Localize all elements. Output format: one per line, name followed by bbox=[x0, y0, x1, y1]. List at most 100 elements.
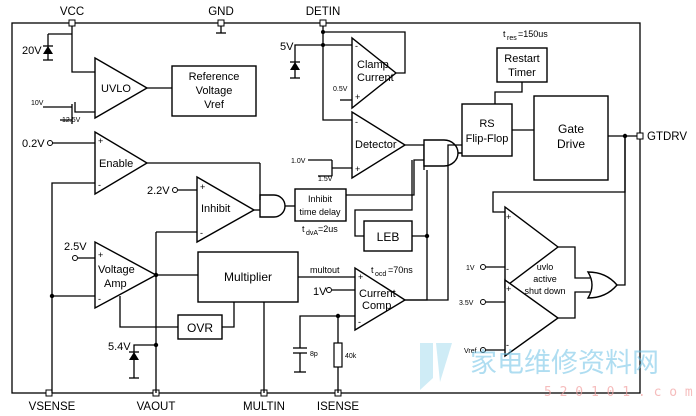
svg-text:-: - bbox=[200, 228, 203, 238]
svg-text:=70ns: =70ns bbox=[388, 265, 413, 275]
svg-text:-: - bbox=[355, 117, 358, 127]
svg-text:Comp: Comp bbox=[362, 300, 391, 312]
svg-text:Restart: Restart bbox=[504, 53, 539, 65]
svg-text:3.5V: 3.5V bbox=[459, 300, 474, 307]
svg-text:Inhibit: Inhibit bbox=[201, 203, 230, 215]
svg-text:+: + bbox=[358, 272, 363, 282]
svg-text:0.5V: 0.5V bbox=[333, 86, 348, 93]
svg-text:+: + bbox=[506, 284, 511, 294]
svg-text:10V: 10V bbox=[31, 100, 44, 107]
svg-text:GND: GND bbox=[208, 6, 234, 18]
svg-text:OVR: OVR bbox=[187, 321, 213, 335]
uvlo-shutdown-label: uvlo active shut down bbox=[524, 262, 565, 296]
svg-text:time delay: time delay bbox=[299, 207, 341, 217]
svg-text:+: + bbox=[98, 250, 103, 260]
svg-text:Voltage: Voltage bbox=[98, 264, 135, 276]
svg-text:5.4V: 5.4V bbox=[108, 341, 131, 353]
svg-text:Reference: Reference bbox=[189, 71, 240, 83]
svg-text:Amp: Amp bbox=[104, 278, 127, 290]
reference-voltage-block: Reference Voltage Vref bbox=[171, 65, 257, 117]
ovr-block: OVR bbox=[119, 296, 235, 340]
svg-text:1V: 1V bbox=[466, 265, 475, 272]
svg-text:-: - bbox=[506, 264, 509, 274]
watermark-logo bbox=[420, 343, 452, 390]
svg-text:1.5V: 1.5V bbox=[318, 176, 333, 183]
uvlo-comparator: UVLO 10V 12.5V bbox=[31, 56, 172, 124]
zener-5v: 5V bbox=[280, 41, 323, 79]
inhibit-time-delay-block: Inhibit time delay t dvA =2us bbox=[294, 188, 347, 237]
svg-text:5V: 5V bbox=[280, 41, 294, 53]
svg-text:=2us: =2us bbox=[318, 224, 338, 234]
svg-text:+: + bbox=[506, 212, 511, 222]
inhibit-comparator: Inhibit + - 2.2V bbox=[147, 175, 256, 244]
voltage-amp: Voltage Amp + - 2.5V bbox=[49, 232, 198, 393]
rs-flip-flop-block: RS Flip-Flop bbox=[405, 103, 534, 301]
uvlo-shutdown-comparator-upper: + - 1V bbox=[466, 205, 590, 289]
svg-text:dvA: dvA bbox=[306, 230, 318, 237]
clamp-current-amp: Clamp Current - + 0.5V bbox=[321, 26, 406, 110]
svg-text:20V: 20V bbox=[22, 45, 42, 57]
isense-filter: 8p 40k bbox=[293, 313, 357, 373]
current-comparator: Current Comp + - 1V t ocd =70ns bbox=[313, 265, 413, 393]
svg-text:Gate: Gate bbox=[558, 122, 584, 136]
zener-20v: 20V bbox=[22, 26, 95, 73]
svg-text:VSENSE: VSENSE bbox=[29, 401, 76, 413]
svg-text:UVLO: UVLO bbox=[101, 83, 131, 95]
gate-drive-block: Gate Drive bbox=[492, 95, 637, 280]
svg-text:uvlo: uvlo bbox=[537, 262, 554, 272]
svg-text:Vref: Vref bbox=[464, 348, 477, 355]
svg-text:8p: 8p bbox=[310, 351, 318, 358]
svg-text:LEB: LEB bbox=[377, 230, 400, 244]
svg-text:Detector: Detector bbox=[355, 139, 397, 151]
and-gate-detector bbox=[346, 139, 462, 196]
svg-text:-: - bbox=[98, 294, 101, 304]
svg-text:Timer: Timer bbox=[508, 67, 536, 79]
pin-gnd: GND bbox=[208, 6, 234, 34]
svg-text:VAOUT: VAOUT bbox=[137, 401, 176, 413]
svg-text:Voltage: Voltage bbox=[196, 85, 233, 97]
svg-text:shut down: shut down bbox=[524, 286, 565, 296]
svg-text:GTDRV: GTDRV bbox=[647, 131, 687, 143]
svg-text:=150us: =150us bbox=[518, 29, 548, 39]
svg-text:-: - bbox=[506, 340, 509, 350]
watermark-text: 家电维修资料网 bbox=[470, 348, 659, 379]
zener-5-4v: 5.4V bbox=[108, 341, 159, 379]
svg-text:VCC: VCC bbox=[60, 6, 84, 18]
svg-text:-: - bbox=[98, 180, 101, 190]
svg-text:RS: RS bbox=[479, 118, 494, 130]
svg-text:2.5V: 2.5V bbox=[64, 241, 87, 253]
svg-text:t: t bbox=[302, 224, 305, 234]
pin-gtdrv: GTDRV bbox=[636, 131, 687, 143]
svg-text:2.2V: 2.2V bbox=[147, 185, 170, 197]
svg-text:t: t bbox=[503, 29, 506, 39]
svg-text:t: t bbox=[371, 265, 374, 275]
svg-text:+: + bbox=[355, 92, 360, 102]
svg-text:40k: 40k bbox=[345, 353, 357, 360]
svg-text:ISENSE: ISENSE bbox=[317, 401, 360, 413]
svg-text:multout: multout bbox=[310, 265, 340, 275]
svg-text:Inhibit: Inhibit bbox=[308, 194, 333, 204]
enable-comparator: Enable + - 0.2V bbox=[22, 130, 260, 393]
svg-text:0.2V: 0.2V bbox=[22, 138, 45, 150]
or-gate-shutdown bbox=[586, 271, 626, 299]
svg-text:Enable: Enable bbox=[99, 158, 133, 170]
svg-text:Multiplier: Multiplier bbox=[224, 270, 272, 284]
svg-text:+: + bbox=[98, 136, 103, 146]
uvlo-shutdown-comparator-lower: + - 3.5V Vref bbox=[459, 278, 590, 358]
pin-vcc: VCC bbox=[60, 6, 84, 27]
restart-timer-block: Restart Timer t res =150us bbox=[494, 29, 548, 104]
svg-text:ocd: ocd bbox=[375, 271, 386, 278]
svg-text:-: - bbox=[355, 41, 358, 51]
leb-block: LEB bbox=[354, 160, 430, 301]
svg-text:-: - bbox=[358, 317, 361, 327]
svg-text:+: + bbox=[200, 182, 205, 192]
svg-text:+: + bbox=[355, 164, 360, 174]
svg-text:1V: 1V bbox=[313, 286, 327, 298]
svg-text:Drive: Drive bbox=[557, 137, 585, 151]
svg-text:MULTIN: MULTIN bbox=[243, 401, 285, 413]
svg-text:Vref: Vref bbox=[204, 99, 225, 111]
svg-text:res: res bbox=[507, 35, 517, 42]
svg-text:12.5V: 12.5V bbox=[62, 117, 81, 124]
svg-text:active: active bbox=[533, 274, 557, 284]
